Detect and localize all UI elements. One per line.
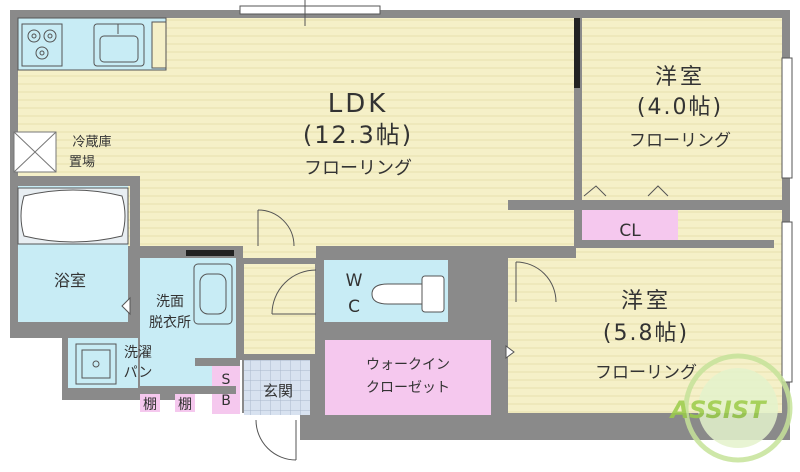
washbasin-icon xyxy=(193,263,233,325)
shelf-2-floor xyxy=(175,394,195,412)
washing-machine-pan-icon xyxy=(75,343,117,385)
washroom-door-marker xyxy=(121,296,131,316)
door-swings xyxy=(255,185,669,461)
bath-label: 浴室 xyxy=(54,271,86,290)
sliding-door xyxy=(186,250,234,256)
laundry-label-2: パン xyxy=(124,365,153,381)
walkin-closet-floor xyxy=(325,340,491,415)
laundry-floor xyxy=(68,338,138,388)
windows xyxy=(239,5,793,383)
washroom-label-2: 脱衣所 xyxy=(149,315,191,331)
hall-floor xyxy=(243,264,315,354)
fridge-cross xyxy=(13,131,57,173)
bathtub-icon xyxy=(17,187,129,245)
western-room-1-floor-type: フローリング xyxy=(629,131,731,151)
western-room-2-name: 洋室 xyxy=(621,289,671,314)
closet-door-marker xyxy=(505,345,515,359)
toilet-icon xyxy=(371,275,445,313)
laundry-label-1: 洗濯 xyxy=(124,345,152,361)
shelf-label-1: 棚 xyxy=(143,397,157,413)
western-room-1-name: 洋室 xyxy=(655,65,705,90)
stove-icon xyxy=(21,23,63,67)
interior-walls xyxy=(10,18,790,416)
kitchen-counter xyxy=(17,17,167,71)
fridge-label-1: 冷蔵庫 xyxy=(72,135,111,150)
western-room-2-size: (5.8帖) xyxy=(603,321,689,346)
ldk-size: (12.3帖) xyxy=(303,121,413,149)
assist-logo-text: ASSIST xyxy=(669,396,768,424)
walkin-label-1: ウォークイン xyxy=(366,357,450,373)
fridge-label-2: 置場 xyxy=(69,155,95,170)
walkin-label-2: クローゼット xyxy=(366,380,450,396)
western-room-1-floor xyxy=(582,18,782,200)
western-room-2-floor-type: フローリング xyxy=(595,363,697,383)
ldk-name: LDK xyxy=(328,89,389,119)
shelf-label-2: 棚 xyxy=(178,397,192,413)
washroom-label-1: 洗面 xyxy=(156,294,184,310)
sink-icon xyxy=(93,23,145,67)
ldk-opening xyxy=(243,246,316,258)
western-room-1-size: (4.0帖) xyxy=(637,95,723,120)
sb-label-1: S xyxy=(222,372,231,388)
sliding-door xyxy=(574,18,580,88)
ldk-floor-type: フローリング xyxy=(304,158,412,179)
wc-label-1: W xyxy=(346,271,363,291)
entrance-floor xyxy=(244,360,310,415)
closet-label: CL xyxy=(619,221,641,241)
wc-label-2: C xyxy=(348,297,360,317)
shelf-1-floor xyxy=(140,394,160,412)
entrance-label: 玄関 xyxy=(263,382,293,400)
sb-label-2: B xyxy=(221,393,231,409)
assist-logo-icon: ASSIST xyxy=(669,353,793,463)
